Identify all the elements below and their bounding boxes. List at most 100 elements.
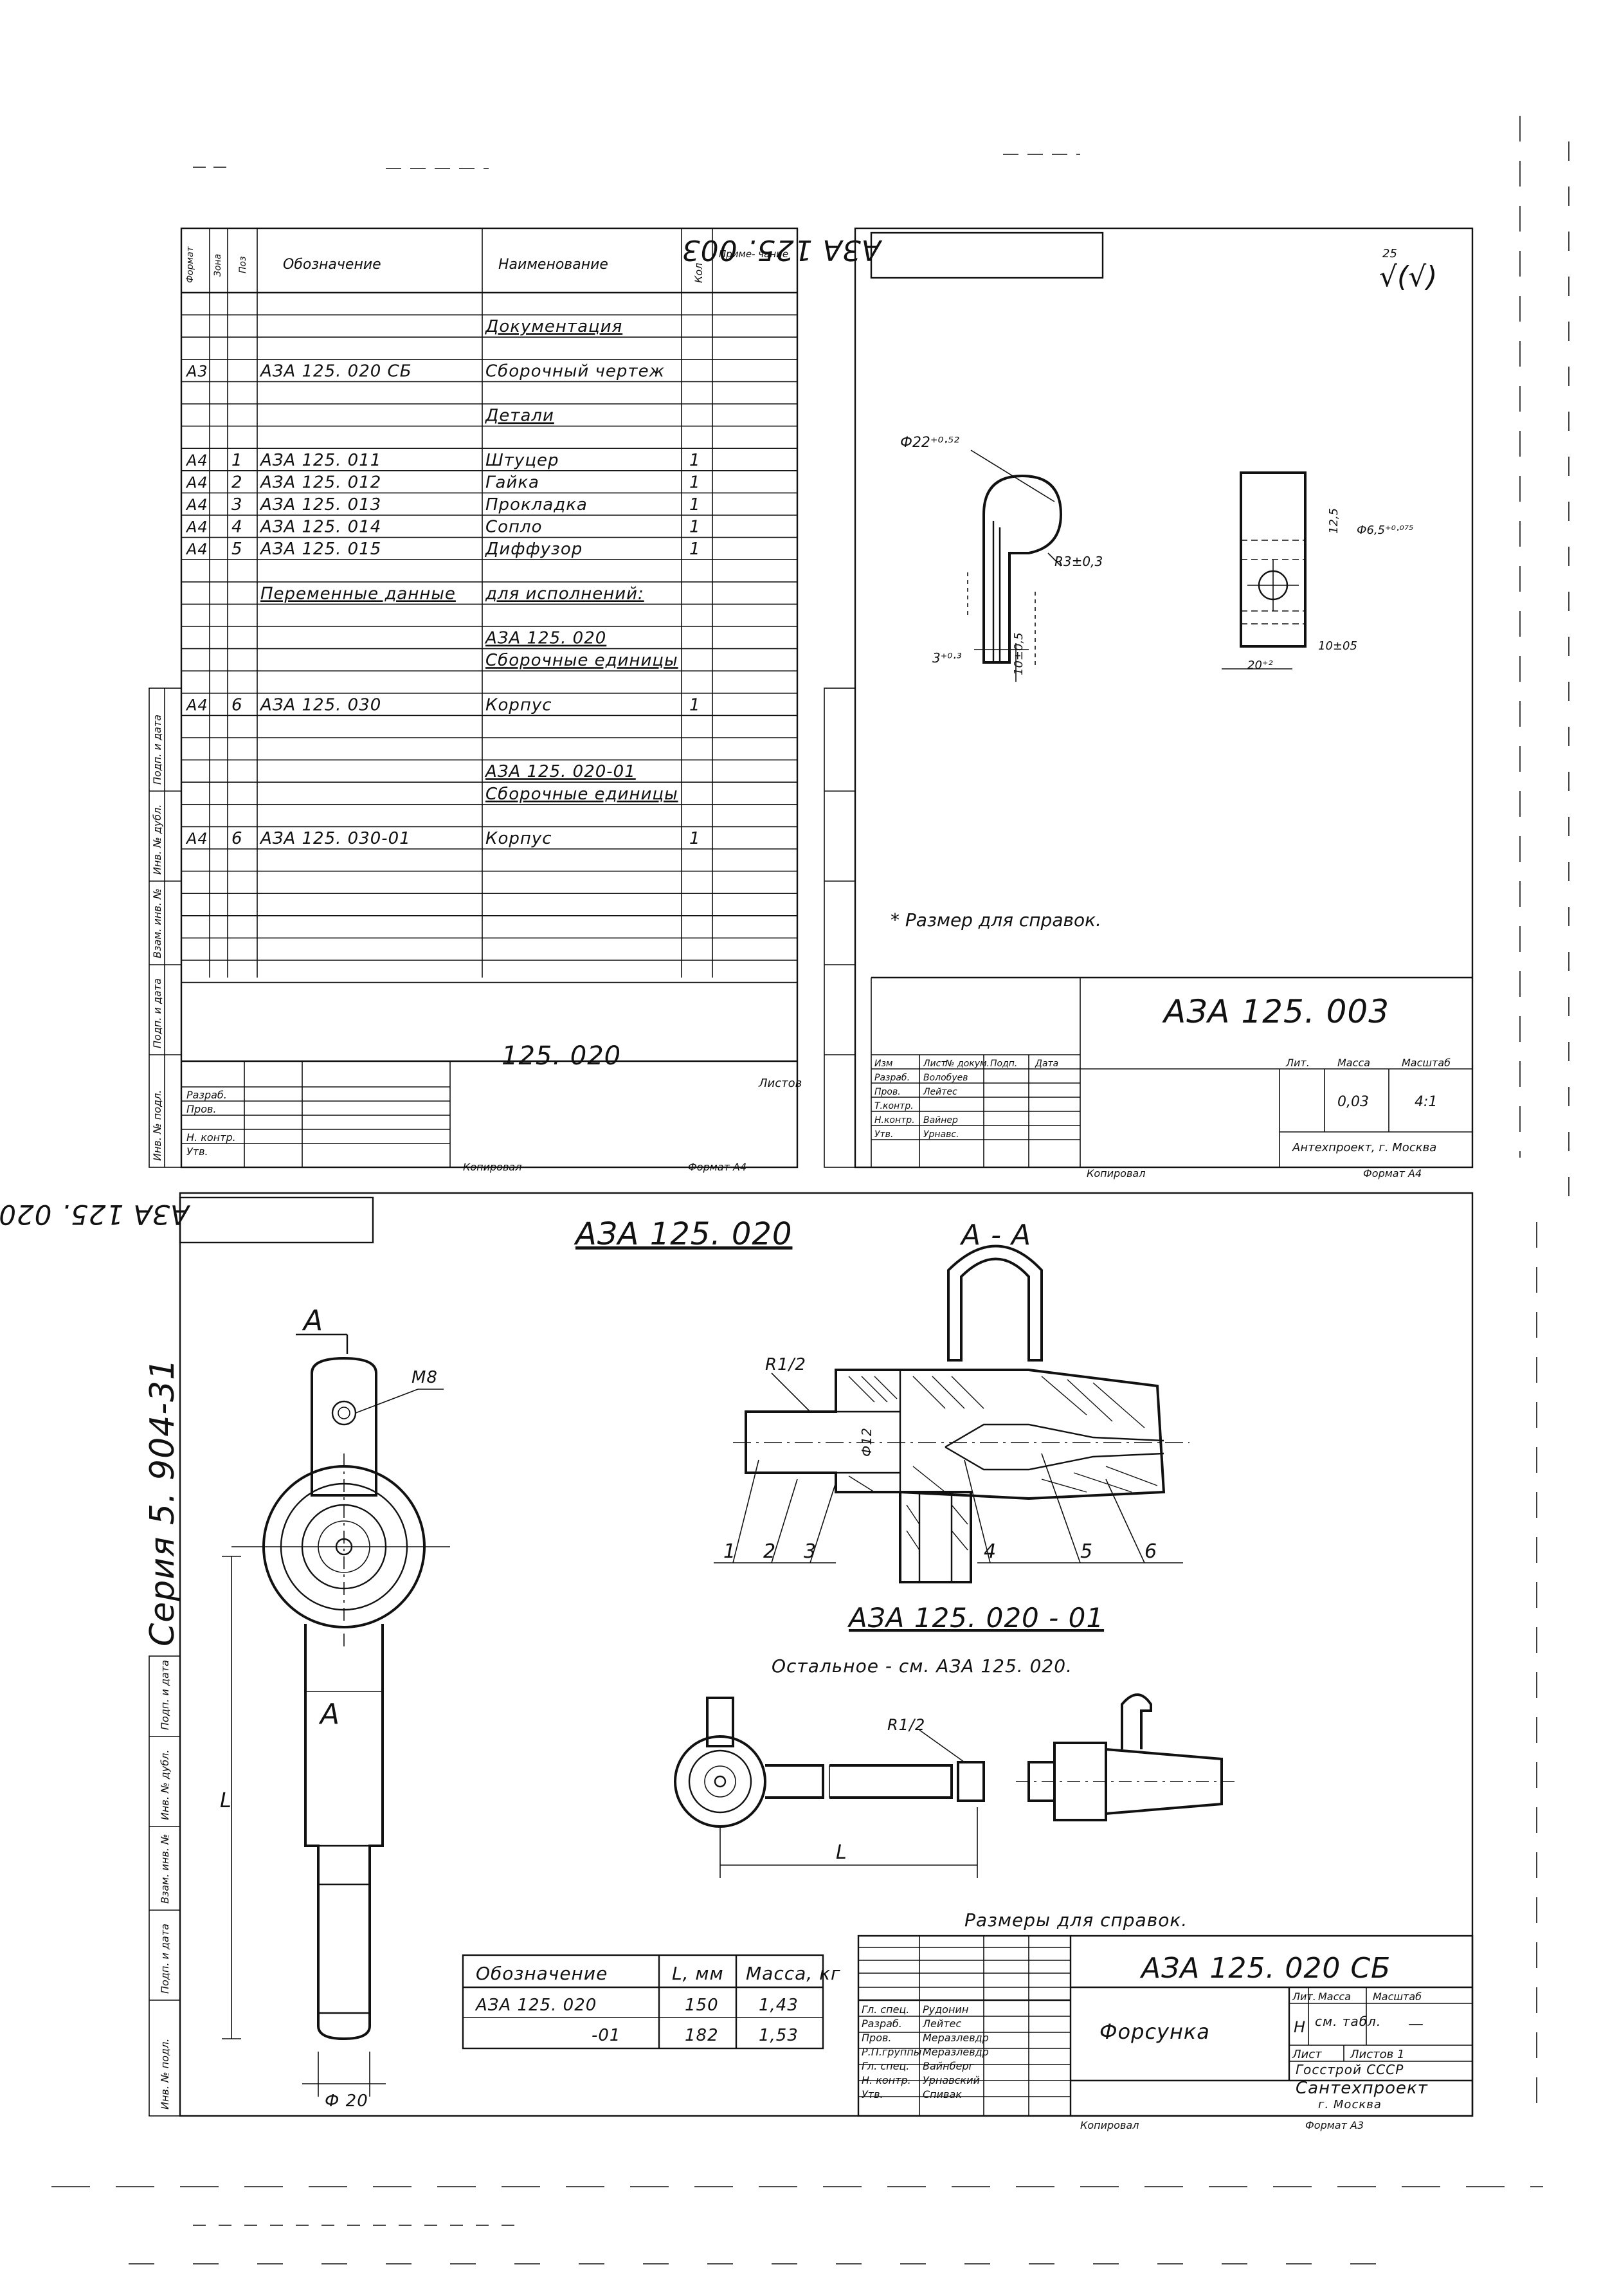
spec-row-name: Сборочный чертеж	[485, 361, 665, 381]
front-view: А М8 А L	[220, 1304, 450, 2111]
spec-row-code: АЗА 125. 030	[259, 695, 381, 715]
spec-side-label-5: Инв. № подл.	[151, 1090, 163, 1161]
dim-block-thickness: 10±05	[1318, 639, 1357, 653]
spec-side-label-1: Подп. и дата	[151, 715, 163, 785]
main-stamp-person: Меразлевдр	[923, 2046, 989, 2058]
part003-signature-cell: Урнавс.	[923, 1129, 959, 1140]
dim-block-width: 20⁺²	[1247, 659, 1273, 672]
main-stamp-format: Формат А3	[1305, 2119, 1364, 2131]
spec-row-format: А4	[185, 518, 208, 536]
variants-table-header: Масса, кг	[746, 1963, 841, 1984]
spec-row-name: для исполнений:	[485, 584, 644, 603]
main-stamp-role: Пров.	[862, 2032, 892, 2044]
block-part-drawing: Ф6,5⁺⁰·⁰⁷⁵ 12,5 10±05 20⁺²	[1222, 471, 1413, 672]
spec-row-code: АЗА 125. 013	[259, 495, 381, 515]
main-stamp-person: Меразлевдр	[923, 2032, 989, 2044]
spec-footer-format: Формат А4	[688, 1161, 746, 1173]
position-1: 1	[723, 1540, 736, 1563]
variant-title: АЗА 125. 020 - 01	[847, 1602, 1104, 1634]
section-mark-top: А	[302, 1304, 323, 1337]
position-2: 2	[763, 1540, 776, 1563]
position-4: 4	[984, 1540, 997, 1563]
part003-signature-cell: Лейтес	[923, 1087, 957, 1097]
part003-signature-cell: Волобуев	[923, 1073, 968, 1083]
diameter-12-label: Ф12	[859, 1427, 874, 1457]
spec-row-pos: 5	[231, 540, 243, 559]
series-label: Серия 5. 904-31	[143, 1358, 182, 1646]
spec-header-qty: Кол	[692, 263, 705, 283]
diameter-20-label: Ф 20	[325, 2091, 368, 2111]
spec-row-name: Сопло	[485, 518, 543, 537]
dim-hook-radius: R3±0,3	[1054, 554, 1103, 569]
part003-label-mass: Масса	[1337, 1057, 1370, 1069]
variants-table-cell: 182	[685, 2026, 719, 2045]
spec-row-qty: 1	[689, 695, 701, 715]
spec-row-name: Диффузор	[485, 540, 583, 559]
part003-signature-cell: Пров.	[874, 1087, 901, 1097]
thread-m8-label: М8	[412, 1368, 438, 1387]
variant-thread-label: R1/2	[887, 1716, 925, 1734]
spec-row-name: АЗА 125. 020	[484, 629, 606, 648]
part003-label-lit: Лит.	[1285, 1057, 1310, 1069]
part003-org: Антехпроект, г. Москва	[1292, 1141, 1436, 1154]
spec-row-qty: 1	[689, 518, 701, 537]
part003-signature-cell: Разраб.	[874, 1073, 910, 1083]
spec-row-format: А3	[185, 362, 208, 380]
main-stamp-mass-label: Масса	[1318, 1991, 1351, 2003]
variant-L-label: L	[836, 1841, 847, 1864]
main-stamp-sheet: Лист	[1292, 2048, 1322, 2061]
part003-format: Формат А4	[1363, 1167, 1422, 1180]
main-stamp-role: Разраб.	[862, 2018, 902, 2030]
dim-hole-offset: 12,5	[1327, 508, 1341, 534]
main-stamp-role: Гл. спец.	[862, 2060, 909, 2072]
part003-signature-cell: Т.контр.	[874, 1101, 914, 1111]
main-stamp-mass: см. табл.	[1315, 2014, 1381, 2029]
spec-row-format: А4	[185, 496, 208, 514]
spec-header-zone: Зона	[213, 254, 223, 277]
part003-signature-cell: Н.контр.	[874, 1115, 915, 1125]
spec-row-name: Сборочные единицы	[485, 651, 678, 670]
main-stamp-scale-label: Масштаб	[1373, 1991, 1422, 2003]
variant-view: R1/2 L	[674, 1693, 1235, 1878]
main-stamp-lit-label: Лит.	[1292, 1991, 1316, 2003]
spec-row-name: Сборочные единицы	[485, 785, 678, 804]
spec-header-format: Формат	[185, 246, 195, 283]
spec-row-code: АЗА 125. 011	[259, 451, 381, 470]
spec-row-name: Корпус	[485, 829, 552, 848]
main-stamp-person: Урнавский	[923, 2074, 980, 2086]
spec-footer-role-4: Утв.	[186, 1145, 208, 1158]
part-003-sheet: АЗА 125. 003 25 √(√) Ф22⁺⁰·⁵² R3±0,3 3⁺⁰…	[682, 227, 1474, 1180]
part003-signature-cell: Лист	[923, 1059, 946, 1069]
spec-row-pos: 6	[231, 695, 243, 715]
variant-note: Остальное - см. АЗА 125. 020.	[772, 1655, 1072, 1677]
main-stamp-org2: Сантехпроект	[1296, 2079, 1428, 2098]
main-stamp-person: Вайнберг	[923, 2060, 975, 2072]
spec-row-format: А4	[185, 473, 208, 491]
spec-footer-copied: Копировал	[463, 1161, 521, 1173]
position-3: 3	[804, 1540, 817, 1563]
spec-footer-role-2: Пров.	[186, 1103, 217, 1115]
spec-row-code: АЗА 125. 012	[259, 473, 381, 492]
variants-table-header: Обозначение	[476, 1963, 608, 1984]
spec-row-qty: 1	[689, 473, 701, 492]
main-stamp-copied: Копировал	[1080, 2119, 1139, 2131]
spec-header-name: Наименование	[498, 257, 608, 273]
main-stamp-role: Гл. спец.	[862, 2003, 909, 2016]
length-L-label: L	[220, 1788, 232, 1812]
variants-table-cell: 1,43	[759, 1996, 799, 2015]
main-side-label-3: Взам. инв. №	[159, 1834, 171, 1904]
variants-table-header: L, мм	[672, 1963, 724, 1984]
spec-row-pos: 2	[231, 473, 243, 492]
spec-row-code: АЗА 125. 014	[259, 518, 381, 537]
part003-scale: 4:1	[1415, 1094, 1437, 1110]
spec-row-pos: 1	[231, 451, 243, 470]
part003-signature-cell: Дата	[1035, 1059, 1058, 1069]
specification-sheet: Формат Зона Поз Обозначение Наименование…	[149, 227, 802, 1173]
roughness-value: 25	[1382, 247, 1397, 260]
spec-row-qty: 1	[689, 451, 701, 470]
spec-row-name: Детали	[485, 406, 554, 426]
main-stamp-lit: Н	[1294, 2018, 1306, 2036]
variants-table-cell: 1,53	[759, 2026, 799, 2045]
